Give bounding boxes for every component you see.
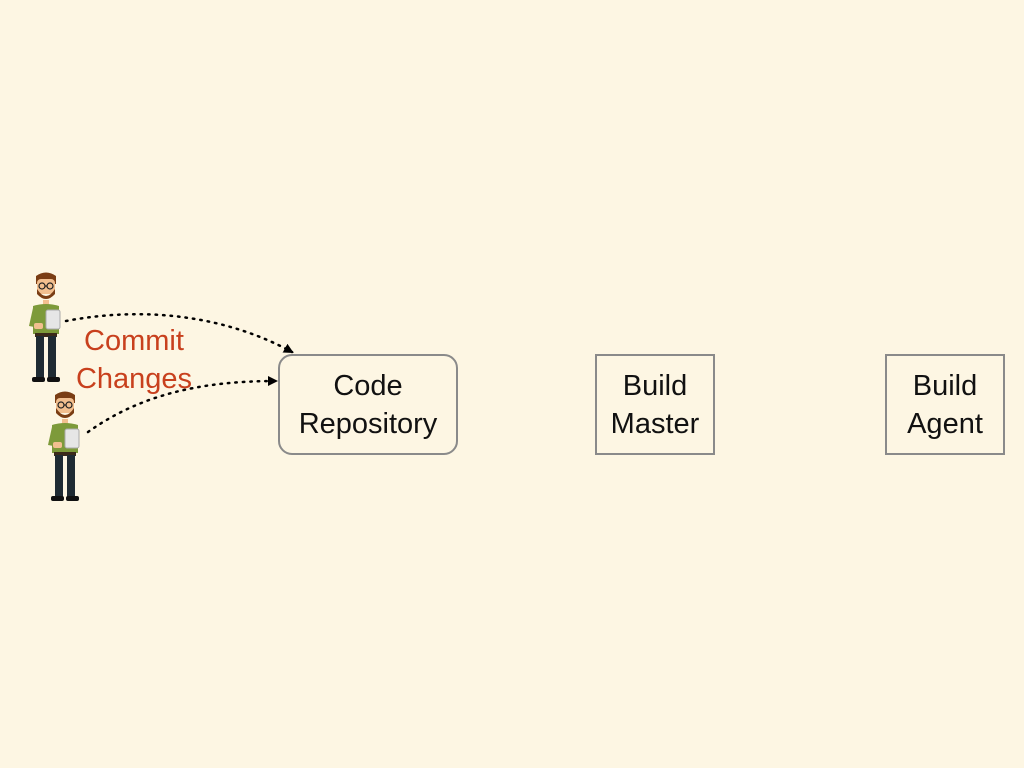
commit-changes-label: Commit Changes: [64, 322, 204, 398]
build-agent-box: Build Agent: [885, 354, 1005, 455]
code-repository-line-2: Repository: [298, 407, 438, 440]
build-master-line-1: Build: [622, 369, 688, 402]
build-master-line-2: Master: [610, 407, 700, 440]
build-agent-line-1: Build: [912, 369, 978, 402]
build-agent-line-2: Agent: [907, 407, 983, 440]
developer-icon: [45, 389, 85, 504]
commit-label-line-1: Commit: [84, 325, 184, 357]
code-repository-box: Code Repository: [278, 354, 458, 455]
commit-label-line-2: Changes: [75, 363, 193, 395]
developer-icon: [26, 270, 66, 385]
build-master-box: Build Master: [595, 354, 715, 455]
commit-arrow-2: [86, 376, 278, 434]
commit-arrow-1: [64, 313, 294, 354]
code-repository-line-1: Code: [333, 369, 403, 402]
